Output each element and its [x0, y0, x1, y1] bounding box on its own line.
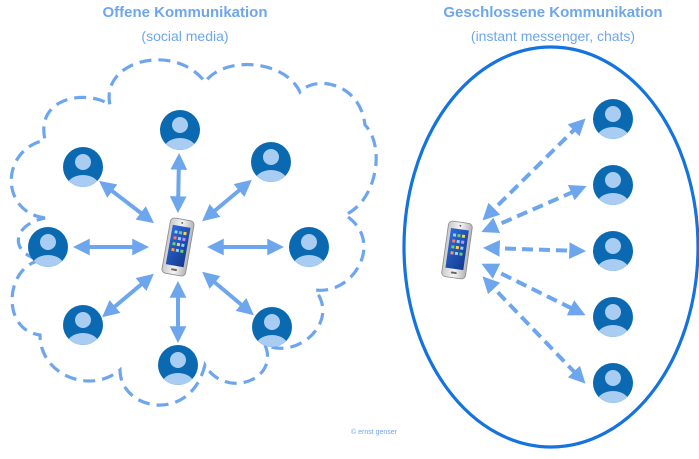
user-avatar-icon — [593, 363, 633, 413]
closed-arrow — [481, 263, 586, 316]
user-avatar-icon — [251, 142, 291, 192]
closed-communication-heading: Geschlossene Kommunikation (instant mess… — [428, 4, 678, 45]
user-avatar-icon — [63, 147, 103, 197]
user-avatar-icon — [593, 297, 633, 347]
open-arrow — [102, 273, 154, 318]
cloud-boundary — [9, 58, 378, 407]
user-avatar-icon — [252, 307, 292, 357]
copyright-notice: © ernst genser — [351, 429, 398, 436]
user-avatar-icon — [593, 99, 633, 149]
user-avatar-icon — [289, 227, 329, 277]
closed-communication-title: Geschlossene Kommunikation — [443, 4, 663, 21]
open-arrow — [169, 152, 188, 214]
user-avatar-icon — [63, 305, 103, 355]
user-avatar-icon — [158, 345, 198, 395]
open-communication-heading: Offene Kommunikation (social media) — [60, 4, 310, 45]
user-avatar-icon — [593, 231, 633, 281]
smartphone-icon — [160, 216, 196, 278]
open-communication-subtitle: (social media) — [141, 28, 229, 44]
open-arrow — [202, 271, 254, 316]
closed-boundary-ellipse — [402, 45, 699, 449]
smartphone-icon — [440, 220, 474, 280]
open-arrow — [202, 179, 252, 222]
user-avatar-icon — [160, 110, 200, 160]
closed-communication-subtitle: (instant messenger, chats) — [470, 28, 636, 44]
user-avatar-icon — [593, 165, 633, 215]
closed-arrow — [482, 239, 587, 260]
open-arrow — [98, 180, 155, 224]
closed-arrow — [481, 185, 587, 233]
user-avatar-icon — [28, 227, 68, 277]
closed-arrow — [482, 118, 586, 221]
closed-arrow — [482, 276, 586, 384]
open-communication-title: Offene Kommunikation — [102, 4, 268, 21]
